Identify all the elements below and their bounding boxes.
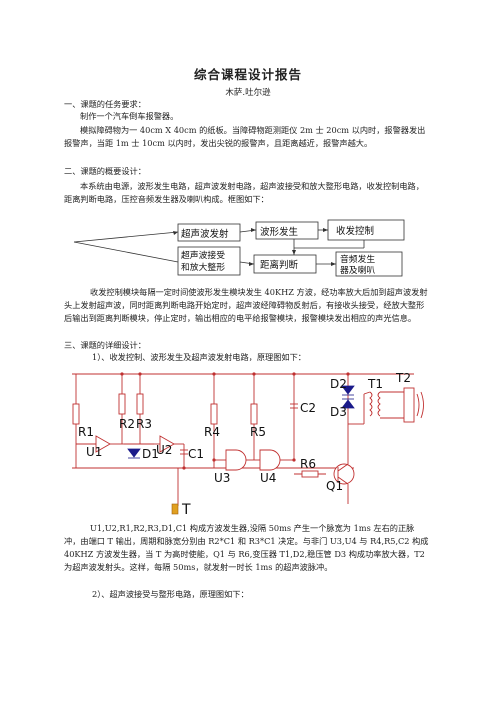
section3-subheading-1: 1）、收发控制、波形发生及超声波发射电路，原理图如下： [92,352,306,362]
block-label-ultrasonic-tx: 超声波发射 [181,228,229,240]
block-label-distance: 距离判断 [260,259,299,271]
label-u4: U4 [260,471,276,485]
section1-line: 制作一个汽车倒车报警器。 [80,111,179,121]
label-r6: R6 [300,457,316,471]
label-r2: R2 [119,417,135,431]
author-name: 木萨.吐尔逊 [225,88,271,98]
label-r1: R1 [78,425,94,439]
block-waveform [255,221,319,240]
block-label-txrx-control: 收发控制 [336,225,374,237]
label-d2: D2 [330,377,347,391]
block-label-ultrasonic-rx-1: 超声波接受 [181,249,225,261]
block-ultrasonic-rx [177,246,241,276]
block-label-audio-1: 音频发生 [340,253,375,265]
label-r3: R3 [136,417,152,431]
section2-paragraph: 本系统由电源，波形发生电路，超声波发射电路，超声波接受和放大整形电路，收发控制电… [64,181,424,204]
section2-heading: 二、课题的概要设计： [64,166,146,176]
label-u1: U1 [86,445,102,459]
section3-paragraph: U1,U2,R1,R2,R3,D1,C1 构成方波发生器,没隔 50ms 产生一… [64,523,429,572]
section3-subheading-2: 2）、超声波接受与整形电路，原理图如下： [92,589,249,599]
label-r4: R4 [204,425,220,439]
block-ultrasonic-tx [177,223,241,242]
label-c2: C2 [300,401,316,415]
block-label-audio-2: 器及喇叭 [340,264,375,276]
label-d1: D1 [142,447,159,461]
section2-paragraph-2: 收发控制模块每隔一定时间使波形发生模块发生 40KHZ 方波，经功率放大后加到超… [64,287,428,323]
section3-heading: 三、课题的详细设计： [64,340,146,350]
block-label-waveform: 波形发生 [260,226,299,238]
label-t2: T2 [395,371,411,385]
block-label-ultrasonic-rx-2: 和放大整形 [181,261,225,273]
section1-paragraph: 模拟障碍物为一 40cm X 40cm 的纸板。当障碍物距测距仪 2m 士 20… [64,125,426,148]
label-t-terminal: T [181,502,191,516]
label-q1: Q1 [326,479,343,493]
label-d3: D3 [330,405,347,419]
circuit-schematic: R1 R2 R3 U1 D1 U2 C1 R4 R5 U3 U4 C2 R6 D… [72,371,424,516]
label-u3: U3 [214,471,230,485]
label-u2: U2 [156,443,172,457]
block-diagram: 超声波发射 波形发生 收发控制 超声波接受 和放大整形 距离判断 音频发生 器及… [73,219,405,277]
label-c1: C1 [188,447,204,461]
page-title: 综合课程设计报告 [193,67,302,82]
label-t1: T1 [367,377,383,391]
label-r5: R5 [250,425,266,439]
section1-heading: 一、课题的任务要求： [64,99,146,109]
